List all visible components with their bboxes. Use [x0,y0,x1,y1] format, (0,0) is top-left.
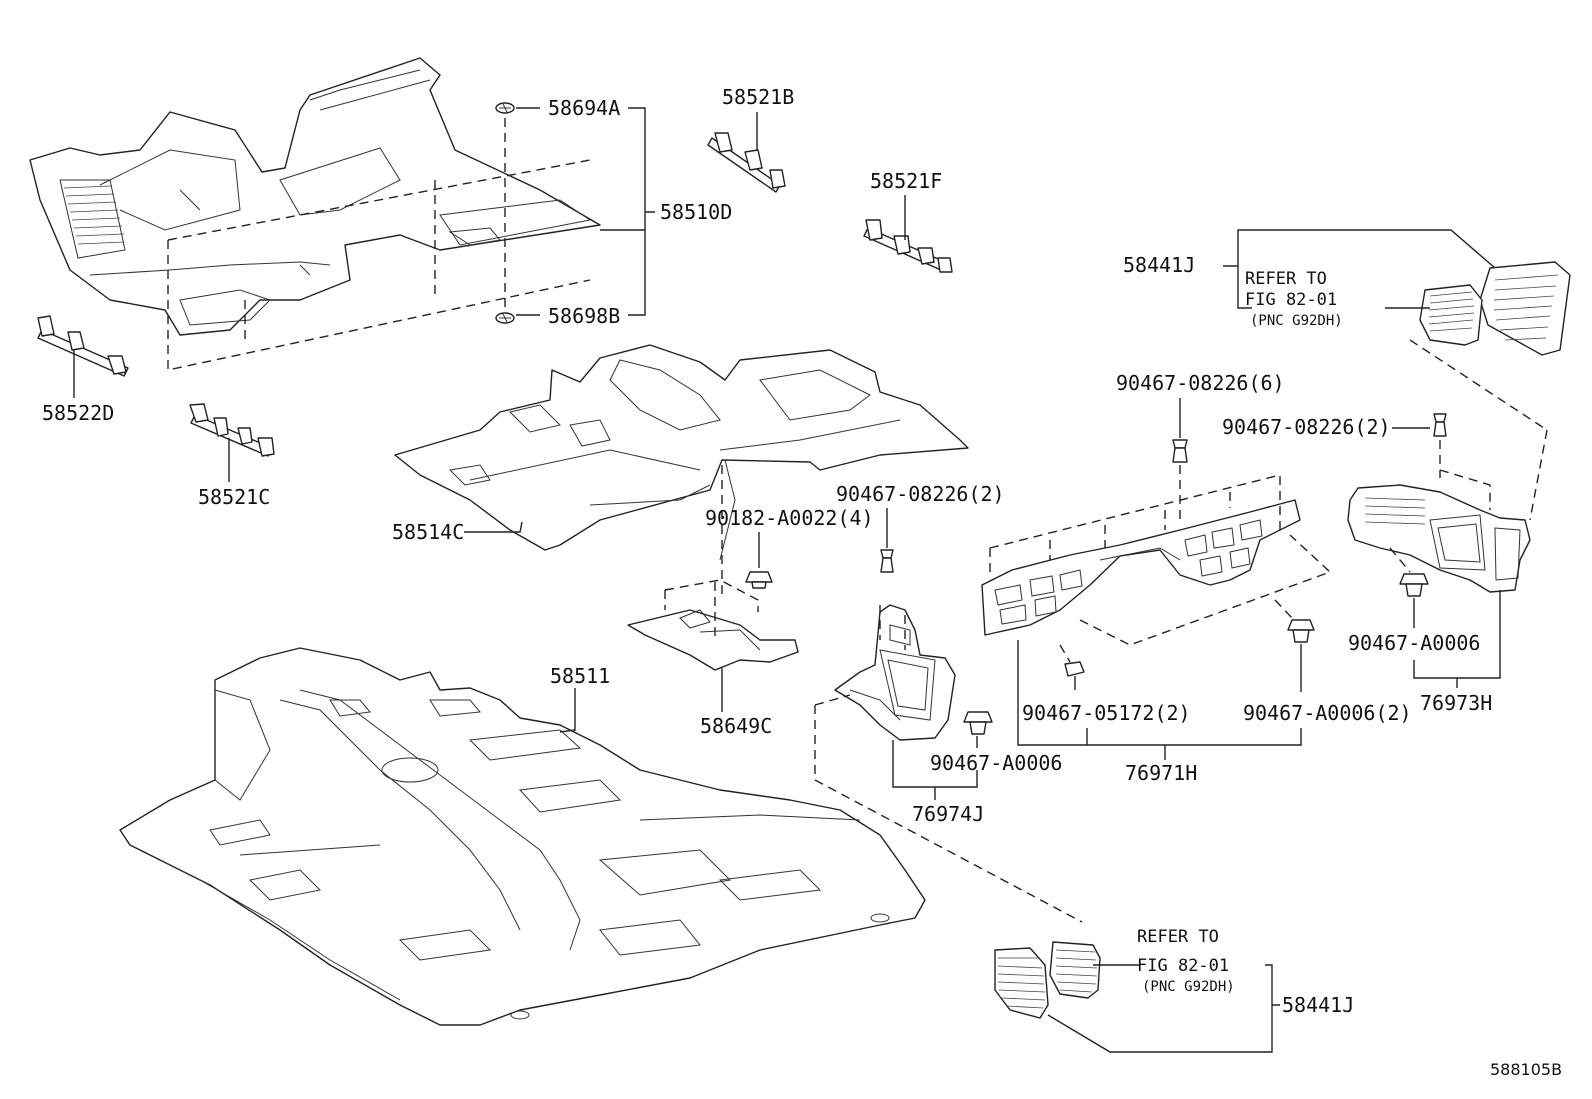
label-58521B[interactable]: 58521B [722,85,794,109]
vent-58441J-bottom-drawing [994,941,1101,1019]
label-76971H[interactable]: 76971H [1125,761,1197,785]
bracket-58522D-drawing [37,315,129,377]
label-58441J-bottom[interactable]: 58441J [1282,993,1354,1017]
main-floor-carpet-58511-drawing [119,647,926,1026]
label-90467-05172-2[interactable]: 90467-05172(2) [1022,701,1191,725]
label-76974J[interactable]: 76974J [912,802,984,826]
pnc-code: (PNC G92DH) [1142,979,1235,995]
clip-90467-08226-right-drawing [1433,413,1447,437]
nut-90182-drawing [745,571,773,589]
label-58521C[interactable]: 58521C [198,485,270,509]
side-trim-76973H-drawing [1347,484,1531,593]
diagram-code: 588105B [1490,1060,1562,1079]
vent-58441J-top-drawing [1419,261,1571,356]
label-58441J-top[interactable]: 58441J [1123,253,1195,277]
label-58514C[interactable]: 58514C [392,520,464,544]
label-90467-08226-2-right[interactable]: 90467-08226(2) [1222,415,1391,439]
refer-to-text: REFER TO [1245,269,1327,289]
bracket-58521B-drawing [707,132,786,193]
label-90467-A0006-2[interactable]: 90467-A0006(2) [1243,701,1412,725]
reference-note-top: REFER TO FIG 82-01 (PNC G92DH) [1245,269,1343,329]
label-58649C[interactable]: 58649C [700,714,772,738]
bracket-58521F-drawing [863,219,953,273]
bracket-58521C-drawing [189,403,275,457]
side-trim-76974J-drawing [834,604,956,741]
clip-58698B-drawing [495,312,515,324]
pnc-code: (PNC G92DH) [1250,313,1343,329]
clip-90467-08226-mid-drawing [880,549,894,573]
front-floor-carpet-58514C-drawing [394,344,969,561]
refer-to-text: REFER TO [1137,927,1219,947]
label-90467-A0006-right[interactable]: 90467-A0006 [1348,631,1480,655]
clip-90467-08226-6-drawing [1172,439,1188,463]
fig-reference-link[interactable]: FIG 82-01 [1137,956,1229,976]
clip-58694A-drawing [495,102,515,114]
label-76973H[interactable]: 76973H [1420,691,1492,715]
reference-note-bottom: REFER TO FIG 82-01 (PNC G92DH) [1137,927,1235,995]
panel-58649C-drawing [627,609,799,671]
label-58521F[interactable]: 58521F [870,169,942,193]
fig-reference-link[interactable]: FIG 82-01 [1245,290,1337,310]
rear-floor-carpet-drawing [29,57,601,336]
clip-90467-A0006-mid-drawing [963,711,993,735]
label-90182-A0022-4[interactable]: 90182-A0022(4) [705,506,874,530]
clip-90467-A0006-2-drawing [1287,619,1315,643]
label-58510D[interactable]: 58510D [660,200,732,224]
label-90467-08226-6[interactable]: 90467-08226(6) [1116,371,1285,395]
part-labels: 58694A 58521B 58510D 58521F 58698B 58522… [42,85,1492,1017]
label-58698B[interactable]: 58698B [548,304,620,328]
label-58522D[interactable]: 58522D [42,401,114,425]
label-90467-08226-2-mid[interactable]: 90467-08226(2) [836,482,1005,506]
clip-90467-A0006-right-drawing [1399,573,1429,597]
label-58694A[interactable]: 58694A [548,96,620,120]
quarter-panel-76971H-drawing [981,499,1301,636]
label-58511[interactable]: 58511 [550,664,610,688]
clip-90467-05172-drawing [1064,661,1085,677]
label-90467-A0006-mid[interactable]: 90467-A0006 [930,751,1062,775]
